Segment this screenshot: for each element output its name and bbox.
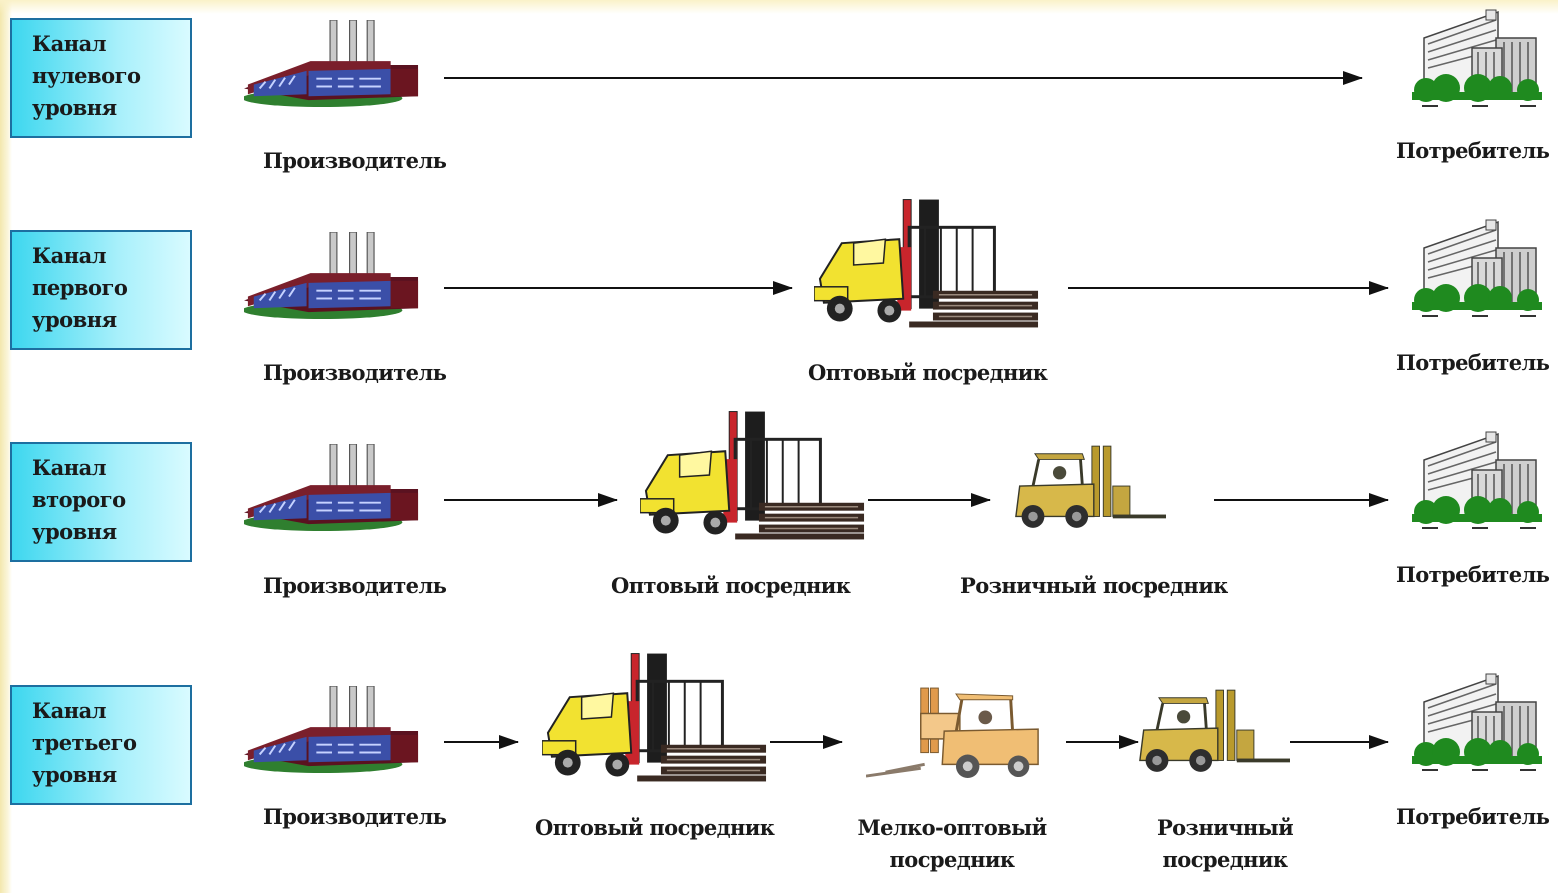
factory-icon bbox=[244, 232, 420, 320]
producer-label: Производитель bbox=[263, 360, 447, 385]
small-wholesale-label-line: Мелко-оптовый bbox=[857, 815, 1047, 840]
large-forklift-icon bbox=[542, 652, 770, 784]
channel-label-line: первого bbox=[32, 275, 128, 300]
consumer-label: Потребитель bbox=[1396, 562, 1550, 587]
factory-icon bbox=[244, 686, 420, 774]
consumer-label: Потребитель bbox=[1396, 138, 1550, 163]
wholesale-label: Оптовый посредник bbox=[611, 573, 851, 598]
city-buildings-icon bbox=[1412, 430, 1542, 530]
consumer-label: Потребитель bbox=[1396, 804, 1550, 829]
channel-label-line: второго bbox=[32, 487, 126, 512]
small-forklift-icon bbox=[1138, 688, 1290, 774]
large-forklift-icon bbox=[640, 410, 868, 542]
channel-label-line: уровня bbox=[32, 519, 117, 544]
city-buildings-icon bbox=[1412, 672, 1542, 772]
channel-label-line: Канал bbox=[32, 31, 107, 56]
channel-box-level-2: Канал второго уровня bbox=[10, 442, 192, 562]
factory-icon bbox=[244, 20, 420, 108]
channel-box-level-3: Канал третьего уровня bbox=[10, 685, 192, 805]
retail-label: Розничный посредник bbox=[1140, 812, 1310, 876]
producer-label: Производитель bbox=[263, 804, 447, 829]
wholesale-label: Оптовый посредник bbox=[808, 360, 1048, 385]
producer-label: Производитель bbox=[263, 573, 447, 598]
channel-label-line: Канал bbox=[32, 243, 107, 268]
channel-label-line: нулевого bbox=[32, 63, 141, 88]
channel-box-level-0: Канал нулевого уровня bbox=[10, 18, 192, 138]
background-glow bbox=[0, 0, 1558, 14]
city-buildings-icon bbox=[1412, 8, 1542, 108]
retail-label: Розничный посредник bbox=[960, 573, 1228, 598]
factory-icon bbox=[244, 444, 420, 532]
channel-label-line: уровня bbox=[32, 762, 117, 787]
channel-label-line: третьего bbox=[32, 730, 137, 755]
large-forklift-icon bbox=[814, 198, 1042, 330]
small-wholesale-label-line: посредник bbox=[889, 847, 1016, 872]
wholesale-label: Оптовый посредник bbox=[535, 815, 775, 840]
consumer-label: Потребитель bbox=[1396, 350, 1550, 375]
channel-label-line: уровня bbox=[32, 95, 117, 120]
retail-label-line: посредник bbox=[1162, 847, 1289, 872]
small-forklift-icon bbox=[1014, 444, 1166, 530]
channel-label-line: Канал bbox=[32, 698, 107, 723]
channel-label-line: Канал bbox=[32, 455, 107, 480]
channel-label-line: уровня bbox=[32, 307, 117, 332]
city-buildings-icon bbox=[1412, 218, 1542, 318]
retail-label-line: Розничный bbox=[1156, 815, 1294, 840]
small-wholesale-label: Мелко-оптовый посредник bbox=[852, 812, 1052, 876]
producer-label: Производитель bbox=[263, 148, 447, 173]
orange-forklift-icon bbox=[866, 686, 1042, 784]
channel-box-level-1: Канал первого уровня bbox=[10, 230, 192, 350]
